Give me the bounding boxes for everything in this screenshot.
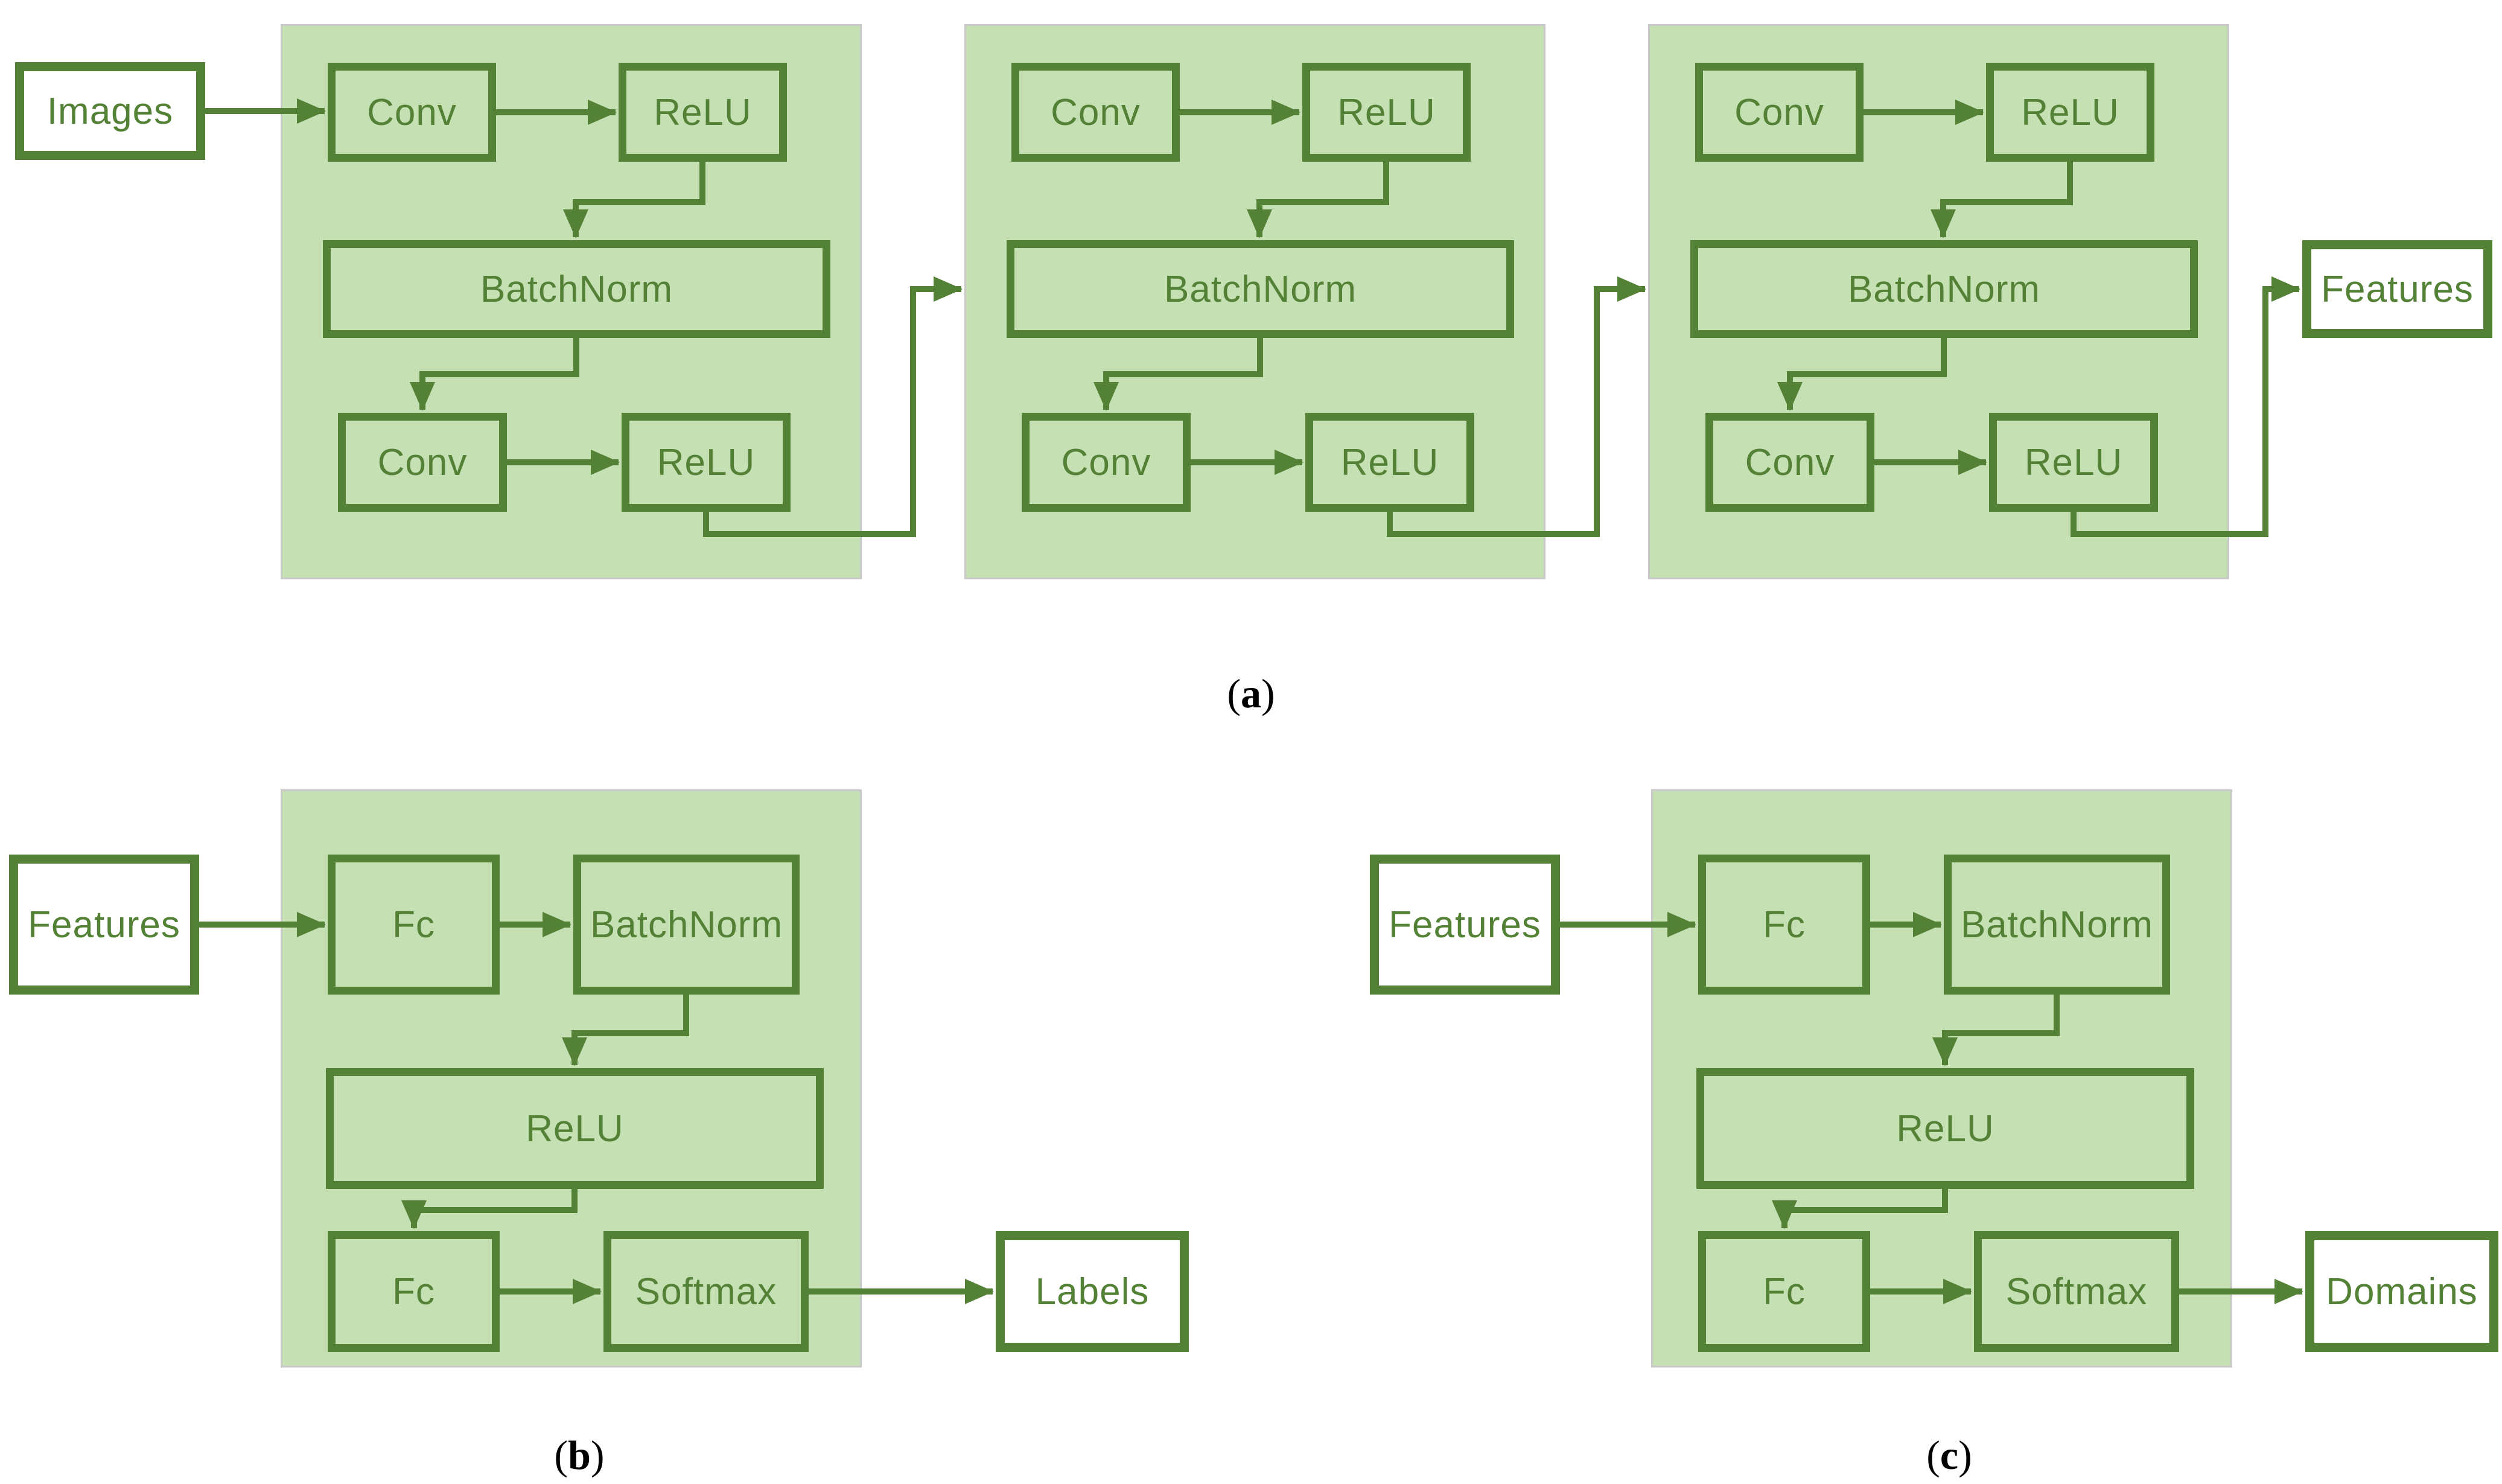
caption-c: (c) <box>1883 1431 2016 1479</box>
node-label: Fc <box>392 903 435 946</box>
node-label: ReLU <box>2021 91 2119 133</box>
node-label: Conv <box>1051 91 1141 133</box>
node-label: BatchNorm <box>480 268 673 310</box>
node-label: Softmax <box>635 1270 777 1313</box>
node-label: BatchNorm <box>1847 268 2041 310</box>
input-features-box-b: Features <box>9 855 199 995</box>
node-label: Conv <box>1745 441 1835 483</box>
node-relu-a3-bottom: ReLU <box>1989 413 2158 512</box>
node-conv-a2-top: Conv <box>1011 63 1180 162</box>
node-conv-a3-bottom: Conv <box>1705 413 1874 512</box>
output-domains-box: Domains <box>2305 1231 2498 1352</box>
node-relu-a1-top: ReLU <box>619 63 787 162</box>
node-fc-c-top: Fc <box>1698 855 1870 995</box>
input-images-label: Images <box>46 90 174 132</box>
node-softmax-b: Softmax <box>603 1231 809 1352</box>
node-label: Conv <box>367 91 457 133</box>
node-relu-a2-bottom: ReLU <box>1305 413 1474 512</box>
caption-letter: c <box>1940 1432 1959 1478</box>
node-label: ReLU <box>1896 1107 1994 1150</box>
node-label: ReLU <box>2024 441 2123 483</box>
input-features-label: Features <box>1389 903 1541 946</box>
caption-letter: a <box>1241 670 1261 716</box>
caption-paren: ( <box>1926 1432 1940 1478</box>
node-label: Fc <box>1763 903 1806 946</box>
node-label: BatchNorm <box>1163 268 1357 310</box>
node-conv-a3-top: Conv <box>1695 63 1864 162</box>
output-features-box-a: Features <box>2302 240 2492 338</box>
node-conv-a1-top: Conv <box>328 63 496 162</box>
node-fc-b-bottom: Fc <box>328 1231 500 1352</box>
caption-paren: ) <box>1261 670 1275 716</box>
caption-paren: ) <box>1958 1432 1972 1478</box>
node-batchnorm-c: BatchNorm <box>1944 855 2170 995</box>
node-relu-a2-top: ReLU <box>1302 63 1471 162</box>
caption-paren: ( <box>1227 670 1241 716</box>
node-label: Fc <box>392 1270 435 1313</box>
node-batchnorm-a1: BatchNorm <box>323 240 830 338</box>
node-batchnorm-a3: BatchNorm <box>1690 240 2198 338</box>
input-features-box-c: Features <box>1370 855 1560 995</box>
node-label: ReLU <box>1337 91 1436 133</box>
caption-paren: ) <box>590 1432 605 1478</box>
caption-b: (b) <box>513 1431 646 1479</box>
input-features-label: Features <box>28 903 180 946</box>
caption-letter: b <box>568 1432 591 1478</box>
node-fc-c-bottom: Fc <box>1698 1231 1870 1352</box>
node-label: ReLU <box>654 91 752 133</box>
node-relu-c: ReLU <box>1696 1068 2194 1189</box>
node-relu-b: ReLU <box>326 1068 824 1189</box>
output-labels-box: Labels <box>996 1231 1189 1352</box>
node-batchnorm-a2: BatchNorm <box>1007 240 1514 338</box>
caption-paren: ( <box>554 1432 568 1478</box>
node-label: ReLU <box>1340 441 1439 483</box>
node-softmax-c: Softmax <box>1974 1231 2179 1352</box>
output-labels-label: Labels <box>1035 1270 1150 1313</box>
output-domains-label: Domains <box>2326 1270 2478 1313</box>
node-relu-a3-top: ReLU <box>1986 63 2154 162</box>
node-label: Fc <box>1763 1270 1806 1313</box>
node-label: Softmax <box>2005 1270 2148 1313</box>
caption-a: (a) <box>1185 670 1317 718</box>
node-label: Conv <box>377 441 468 483</box>
node-fc-b-top: Fc <box>328 855 500 995</box>
node-batchnorm-b: BatchNorm <box>573 855 800 995</box>
node-label: Conv <box>1061 441 1151 483</box>
node-relu-a1-bottom: ReLU <box>622 413 791 512</box>
node-conv-a2-bottom: Conv <box>1022 413 1191 512</box>
node-label: Conv <box>1734 91 1824 133</box>
output-features-label: Features <box>2321 268 2474 310</box>
node-conv-a1-bottom: Conv <box>338 413 507 512</box>
node-label: BatchNorm <box>1960 903 2154 946</box>
node-label: BatchNorm <box>590 903 783 946</box>
node-label: ReLU <box>526 1107 624 1150</box>
input-images-box: Images <box>15 62 205 160</box>
node-label: ReLU <box>657 441 756 483</box>
